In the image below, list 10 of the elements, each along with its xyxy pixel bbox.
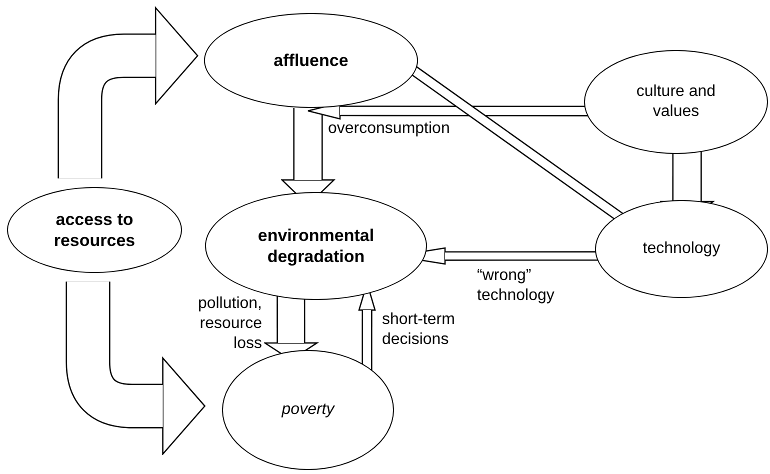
edge-label: pollution, resource loss (196, 294, 262, 354)
node-label: technology (642, 239, 720, 259)
node-label: access to resources (52, 208, 136, 252)
node-label: culture and values (635, 82, 717, 122)
edge-label: “wrong” technology (477, 266, 556, 306)
node-label: environmental degradation (256, 224, 376, 268)
node-label: affluence (274, 50, 348, 72)
edge-label: overconsumption (328, 119, 451, 139)
node-label: poverty (282, 400, 334, 420)
edge-label: short-term decisions (382, 310, 456, 350)
